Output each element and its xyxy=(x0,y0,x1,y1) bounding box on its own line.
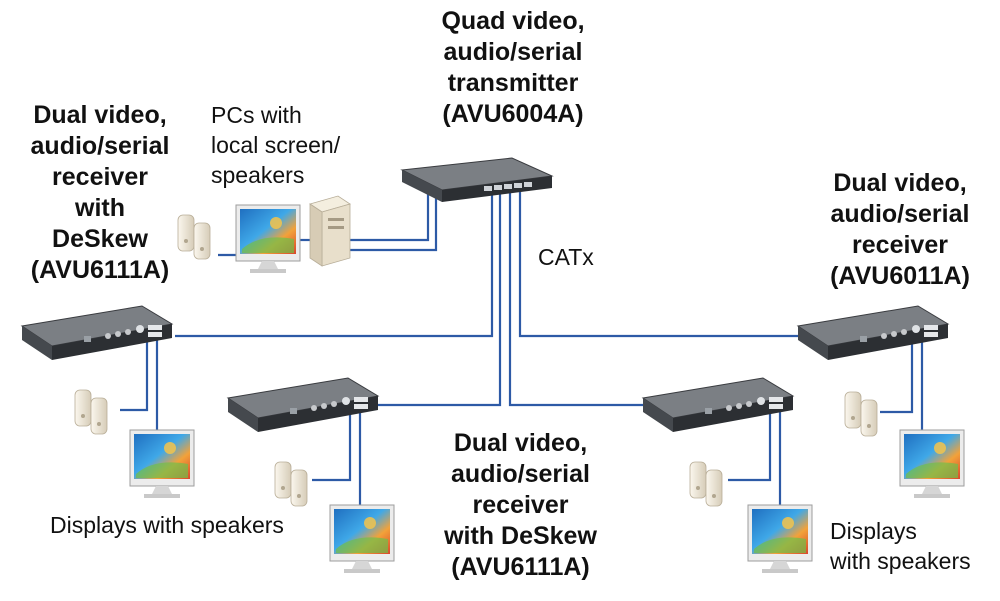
receiver-left-label-line: receiver xyxy=(52,163,148,191)
receiver-bottom-label-line: with DeSkew xyxy=(444,522,597,550)
receiver-icon-right xyxy=(797,305,949,361)
receiver-bottom-label-line: Dual video, xyxy=(453,429,588,457)
pcs-label: PCs with local screen/ speakers xyxy=(211,100,340,190)
speaker-icon-right xyxy=(844,391,878,437)
receiver-right-label: Dual video, audio/serial receiver (AVU60… xyxy=(800,168,1000,292)
monitor-icon-middle xyxy=(329,504,395,574)
displays-right-label: Displays with speakers xyxy=(830,516,971,576)
monitor-icon-right xyxy=(899,429,965,499)
transmitter-icon xyxy=(400,157,554,202)
catx-label: CATx xyxy=(538,244,594,270)
receiver-right-label-line: receiver xyxy=(852,231,948,259)
speaker-icon-bottom-right xyxy=(689,461,723,507)
receiver-left-label-line: Dual video, xyxy=(33,101,167,129)
receiver-bottom-label-line: audio/serial xyxy=(451,460,590,488)
receiver-bottom-label: Dual video, audio/serial receiver with D… xyxy=(418,428,623,583)
pc-tower-icon xyxy=(309,195,351,267)
transmitter-label-line: audio/serial xyxy=(443,38,583,66)
pcs-label-line: PCs with xyxy=(211,102,302,128)
speaker-icon-left xyxy=(74,389,108,435)
speaker-icon-middle xyxy=(274,461,308,507)
pcs-label-line: local screen/ xyxy=(211,132,341,158)
pcs-label-line: speakers xyxy=(211,162,305,188)
catx-cables xyxy=(120,185,924,505)
monitor-icon-bottom-right xyxy=(747,504,813,574)
displays-left-label: Displays with speakers xyxy=(50,512,284,538)
receiver-right-label-line: audio/serial xyxy=(830,200,970,228)
receiver-icon-middle xyxy=(227,377,379,433)
receiver-bottom-label-line: receiver xyxy=(472,491,569,519)
receiver-left-label-line: DeSkew xyxy=(52,225,148,253)
monitor-icon-left xyxy=(129,429,195,499)
monitor-icon-pcs xyxy=(235,204,301,274)
receiver-bottom-label-line: (AVU6111A) xyxy=(451,553,590,581)
receiver-left-label-line: with xyxy=(75,194,125,222)
receiver-left-label-line: audio/serial xyxy=(30,132,170,160)
transmitter-label-line: Quad video, xyxy=(441,7,585,35)
receiver-right-label-line: (AVU6011A) xyxy=(830,262,970,290)
displays-right-label-line: with speakers xyxy=(830,548,971,574)
transmitter-label-line: (AVU6004A) xyxy=(442,100,584,128)
receiver-right-label-line: Dual video, xyxy=(833,169,967,197)
receiver-left-label-line: (AVU6111A) xyxy=(30,256,170,284)
receiver-left-label: Dual video, audio/serial receiver with D… xyxy=(0,100,200,286)
transmitter-label-line: transmitter xyxy=(447,69,579,97)
receiver-icon-left xyxy=(21,305,173,361)
displays-right-label-line: Displays xyxy=(830,518,917,544)
transmitter-label: Quad video, audio/serial transmitter (AV… xyxy=(418,6,608,130)
